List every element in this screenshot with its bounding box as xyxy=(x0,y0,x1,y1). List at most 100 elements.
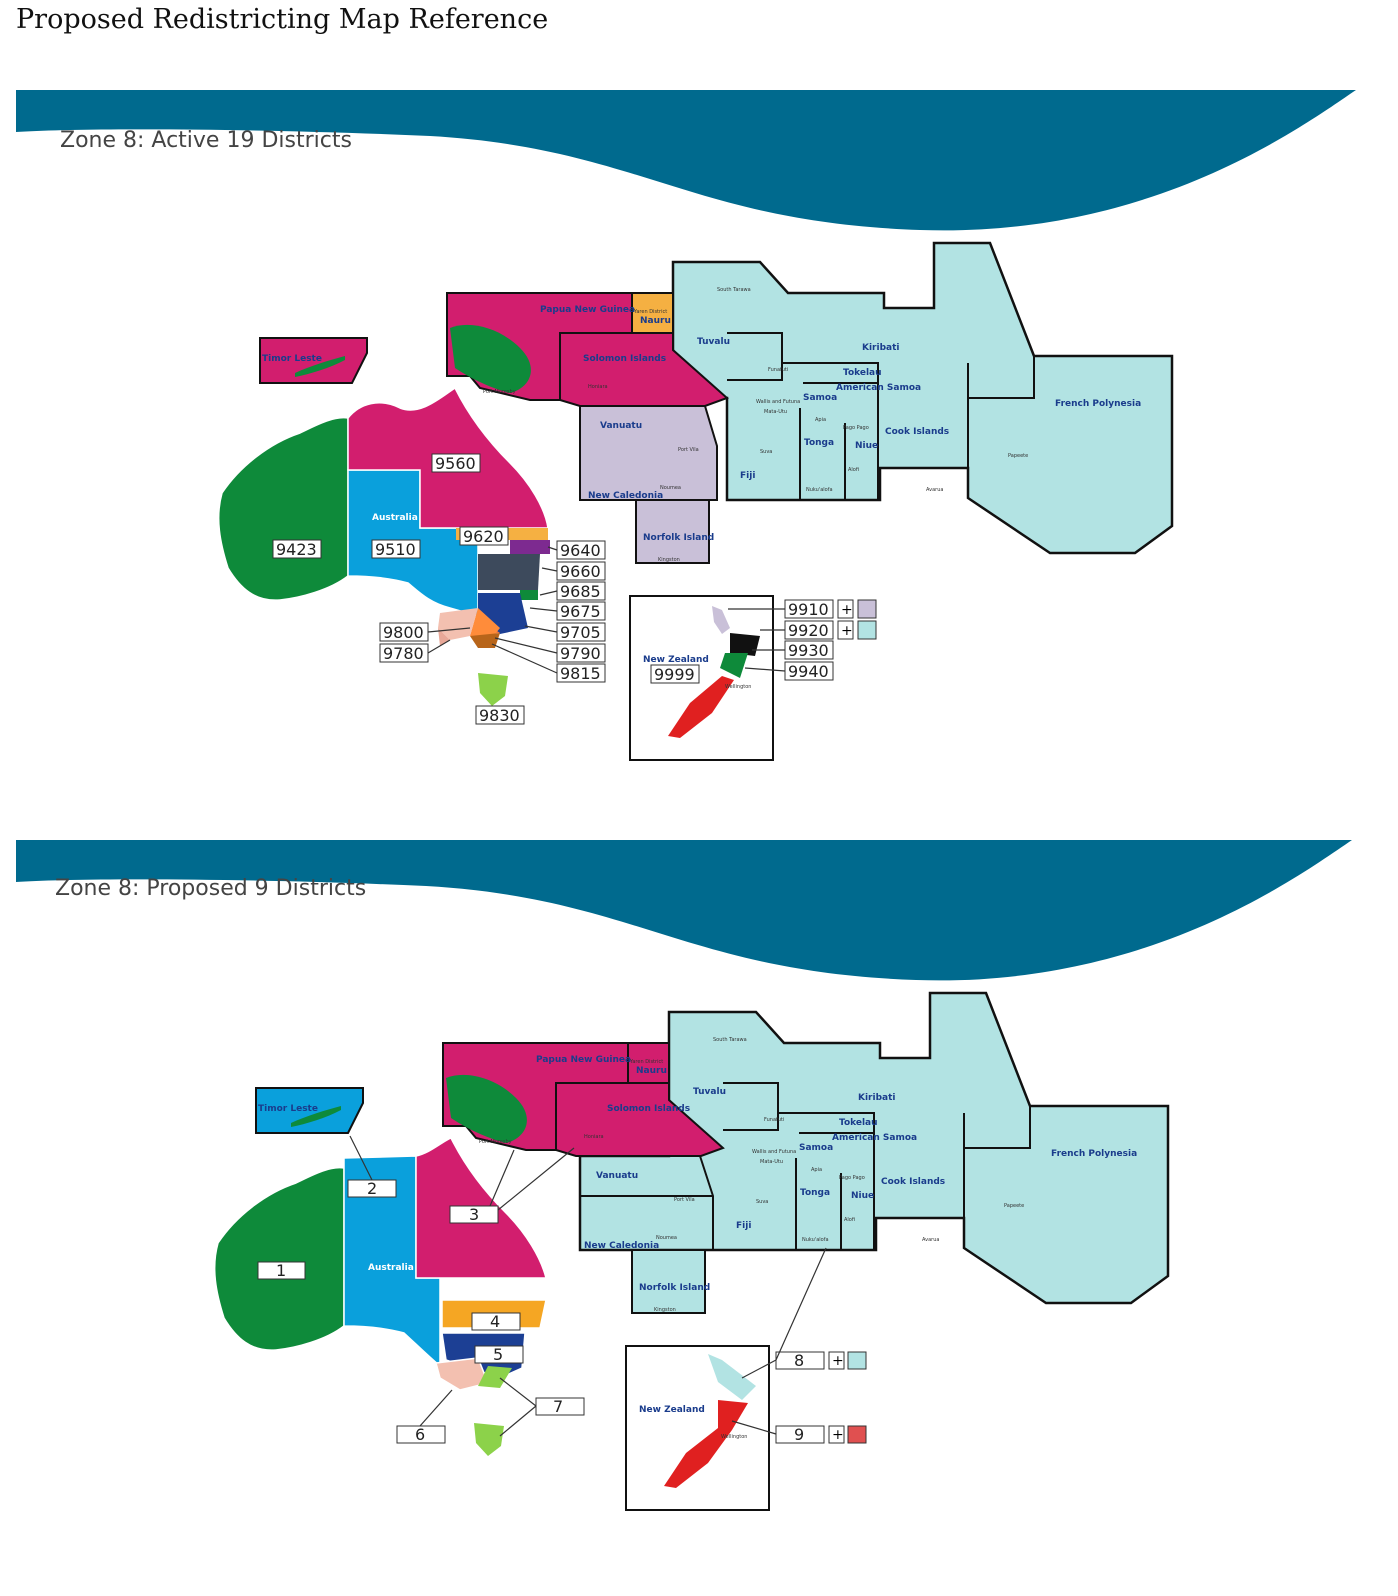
svg-text:Fiji: Fiji xyxy=(740,471,755,481)
district-8: 8 xyxy=(794,1351,804,1370)
arrows-1 xyxy=(427,546,786,674)
svg-text:Kingston: Kingston xyxy=(658,557,680,563)
region-nauru xyxy=(627,1042,670,1084)
svg-text:Solomon Islands: Solomon Islands xyxy=(607,1104,690,1114)
district-9830: 9830 xyxy=(479,706,520,725)
svg-text:Australia: Australia xyxy=(368,1263,414,1273)
svg-text:Nauru: Nauru xyxy=(640,316,671,326)
svg-text:Kiribati: Kiribati xyxy=(862,343,900,353)
svg-text:Avarua: Avarua xyxy=(926,487,943,493)
svg-text:Cook Islands: Cook Islands xyxy=(885,427,949,437)
svg-text:Nuku'alofa: Nuku'alofa xyxy=(806,487,833,493)
svg-text:Australia: Australia xyxy=(372,513,418,523)
svg-text:Port Vila: Port Vila xyxy=(678,447,699,453)
svg-text:Suva: Suva xyxy=(756,1199,768,1205)
panel-proposed-districts: Papua New Guinea Nauru Yaren District Tu… xyxy=(0,838,1398,1558)
svg-text:Pago Pago: Pago Pago xyxy=(839,1175,865,1181)
svg-text:Samoa: Samoa xyxy=(799,1143,833,1153)
svg-text:New Zealand: New Zealand xyxy=(639,1405,705,1415)
svg-text:Pago Pago: Pago Pago xyxy=(843,425,869,431)
banner-wave xyxy=(16,840,1352,981)
svg-text:Papua New Guinea: Papua New Guinea xyxy=(540,305,635,315)
district-4: 4 xyxy=(490,1312,500,1331)
svg-text:+: + xyxy=(832,1353,844,1369)
legend-merge-2: + + xyxy=(828,1351,867,1444)
district-9640: 9640 xyxy=(560,541,601,560)
district-9940: 9940 xyxy=(788,662,829,681)
region-6 xyxy=(435,1357,490,1391)
svg-text:Fiji: Fiji xyxy=(736,1221,751,1231)
city-labels: South Tarawa Funafuti Mata-Utu Apia Pago… xyxy=(479,1037,1024,1440)
svg-text:Alofi: Alofi xyxy=(848,467,859,473)
svg-text:American Samoa: American Samoa xyxy=(832,1133,917,1143)
region-solomon xyxy=(559,332,729,407)
svg-text:Nuku'alofa: Nuku'alofa xyxy=(802,1237,829,1243)
svg-text:Port Moresby: Port Moresby xyxy=(479,1139,512,1145)
svg-text:+: + xyxy=(841,602,853,618)
svg-text:Vanuatu: Vanuatu xyxy=(600,421,642,431)
svg-text:Tuvalu: Tuvalu xyxy=(693,1087,726,1097)
svg-text:French Polynesia: French Polynesia xyxy=(1055,399,1141,409)
svg-text:Timor Leste: Timor Leste xyxy=(258,1104,318,1114)
region-9685 xyxy=(520,590,538,600)
svg-text:New Caledonia: New Caledonia xyxy=(588,491,663,501)
district-1: 1 xyxy=(276,1261,286,1280)
district-9660: 9660 xyxy=(560,562,601,581)
svg-text:American Samoa: American Samoa xyxy=(836,383,921,393)
svg-text:Noumea: Noumea xyxy=(660,485,681,491)
region-9660 xyxy=(478,554,540,590)
district-9790: 9790 xyxy=(560,644,601,663)
zone-title-proposed: Zone 8: Proposed 9 Districts xyxy=(55,876,367,901)
region-9830 xyxy=(478,673,508,706)
district-9815: 9815 xyxy=(560,664,601,683)
district-9423: 9423 xyxy=(276,540,317,559)
borders-pacific xyxy=(580,1082,1031,1250)
district-9: 9 xyxy=(794,1425,804,1444)
region-9640 xyxy=(510,540,550,554)
svg-text:+: + xyxy=(841,623,853,639)
panel-active-districts: Papua New Guinea Nauru Yaren District Tu… xyxy=(0,88,1398,778)
district-codes: 1 2 3 4 5 6 7 8 9 xyxy=(257,1179,825,1444)
nz-inset xyxy=(625,1345,770,1511)
region-wa-9423 xyxy=(217,416,349,601)
district-9910: 9910 xyxy=(788,600,829,619)
svg-text:Suva: Suva xyxy=(760,449,772,455)
region-norfolk xyxy=(631,1249,706,1314)
svg-text:Tonga: Tonga xyxy=(800,1188,830,1198)
region-timor xyxy=(255,1087,364,1134)
region-timor xyxy=(259,337,368,384)
svg-text:Tuvalu: Tuvalu xyxy=(697,337,730,347)
zone-title-active: Zone 8: Active 19 Districts xyxy=(60,128,352,153)
svg-text:Wellington: Wellington xyxy=(725,684,751,690)
svg-text:Mata-Utu: Mata-Utu xyxy=(760,1159,783,1165)
svg-text:Kiribati: Kiribati xyxy=(858,1093,896,1103)
district-9685: 9685 xyxy=(560,582,601,601)
svg-text:Tokelau: Tokelau xyxy=(839,1118,878,1128)
district-9705: 9705 xyxy=(560,623,601,642)
district-9999: 9999 xyxy=(654,665,695,684)
nz-9 xyxy=(664,1400,748,1488)
timor-island xyxy=(295,356,345,377)
district-2: 2 xyxy=(367,1179,377,1198)
region-vanuatu xyxy=(579,405,718,501)
svg-text:Noumea: Noumea xyxy=(656,1235,677,1241)
svg-text:Norfolk Island: Norfolk Island xyxy=(639,1283,710,1293)
region-7 xyxy=(478,1366,512,1388)
nz-9930 xyxy=(730,633,760,656)
district-9620: 9620 xyxy=(463,527,504,546)
svg-text:Vanuatu: Vanuatu xyxy=(596,1171,638,1181)
svg-text:Kingston: Kingston xyxy=(654,1307,676,1313)
svg-text:Nauru: Nauru xyxy=(636,1066,667,1076)
region-9800 xyxy=(438,608,478,640)
svg-text:Port Vila: Port Vila xyxy=(674,1197,695,1203)
svg-text:Wallis and Futuna: Wallis and Futuna xyxy=(756,399,800,405)
country-labels: Papua New Guinea Nauru Yaren District Tu… xyxy=(262,305,1141,665)
district-9930: 9930 xyxy=(788,641,829,660)
svg-text:Papeete: Papeete xyxy=(1004,1203,1024,1209)
svg-text:Honiara: Honiara xyxy=(584,1134,604,1140)
arrows-2 xyxy=(349,1135,827,1437)
district-7: 7 xyxy=(553,1397,563,1416)
svg-text:French Polynesia: French Polynesia xyxy=(1051,1149,1137,1159)
nz-9940 xyxy=(720,653,748,678)
nz-9999 xyxy=(668,676,734,738)
